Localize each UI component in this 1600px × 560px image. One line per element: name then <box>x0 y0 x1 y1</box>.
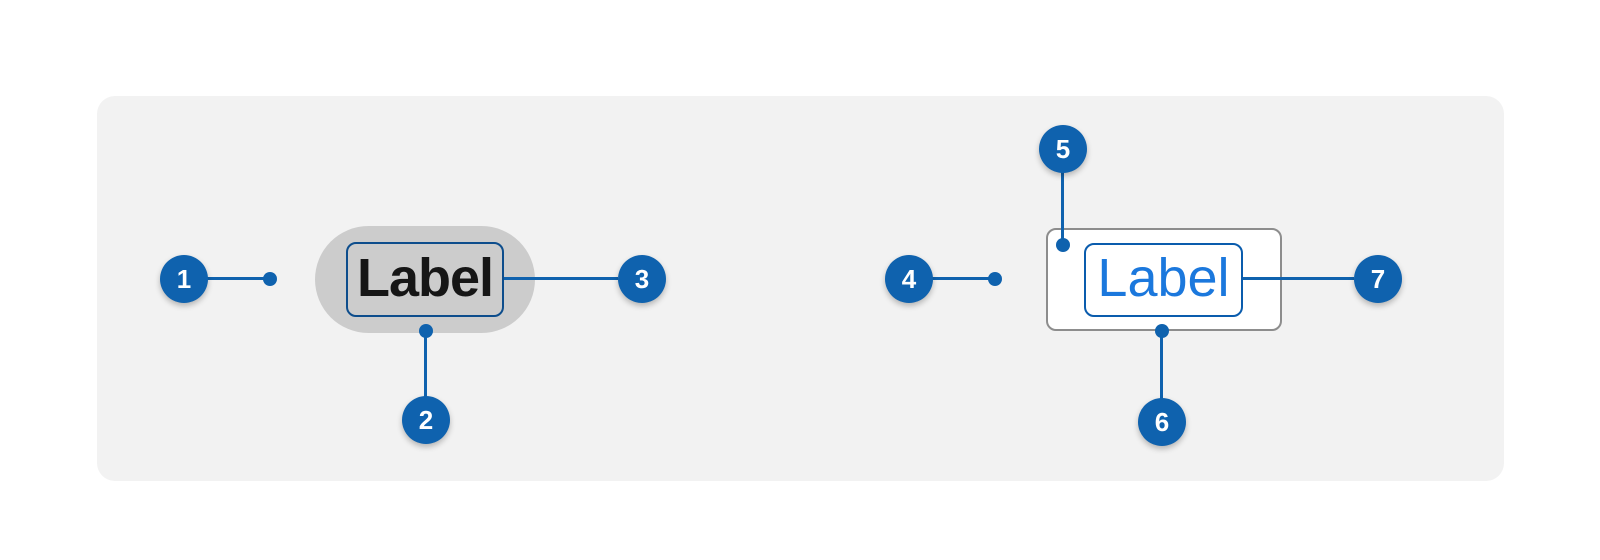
callout-marker-5: 5 <box>1039 125 1087 173</box>
outlined-button-label: Label <box>1097 248 1230 308</box>
callout-number-1: 1 <box>176 263 192 294</box>
anchor-dot-2 <box>419 324 433 338</box>
connector-line-3 <box>504 277 618 280</box>
anchor-dot-4 <box>988 272 1002 286</box>
callout-number-4: 4 <box>901 263 917 294</box>
callout-number-5: 5 <box>1055 133 1071 164</box>
anchor-dot-5 <box>1056 238 1070 252</box>
connector-line-4 <box>931 277 995 280</box>
connector-line-1 <box>206 277 272 280</box>
callout-marker-3: 3 <box>618 255 666 303</box>
callout-marker-2: 2 <box>402 396 450 444</box>
connector-line-6 <box>1160 331 1163 399</box>
callout-number-6: 6 <box>1154 406 1170 437</box>
connector-line-5 <box>1061 171 1064 246</box>
pill-focus-indicator: Label <box>346 242 504 317</box>
callout-marker-7: 7 <box>1354 255 1402 303</box>
connector-line-7 <box>1243 277 1354 280</box>
connector-line-2 <box>424 331 427 397</box>
callout-marker-1: 1 <box>160 255 208 303</box>
outlined-label-ring: Label <box>1084 243 1243 317</box>
callout-number-3: 3 <box>634 263 650 294</box>
anchor-dot-6 <box>1155 324 1169 338</box>
pill-button-label: Label <box>356 247 494 308</box>
figure-panel <box>97 96 1504 481</box>
callout-number-2: 2 <box>418 404 434 435</box>
callout-marker-6: 6 <box>1138 398 1186 446</box>
callout-marker-4: 4 <box>885 255 933 303</box>
callout-number-7: 7 <box>1370 263 1386 294</box>
anchor-dot-1 <box>263 272 277 286</box>
